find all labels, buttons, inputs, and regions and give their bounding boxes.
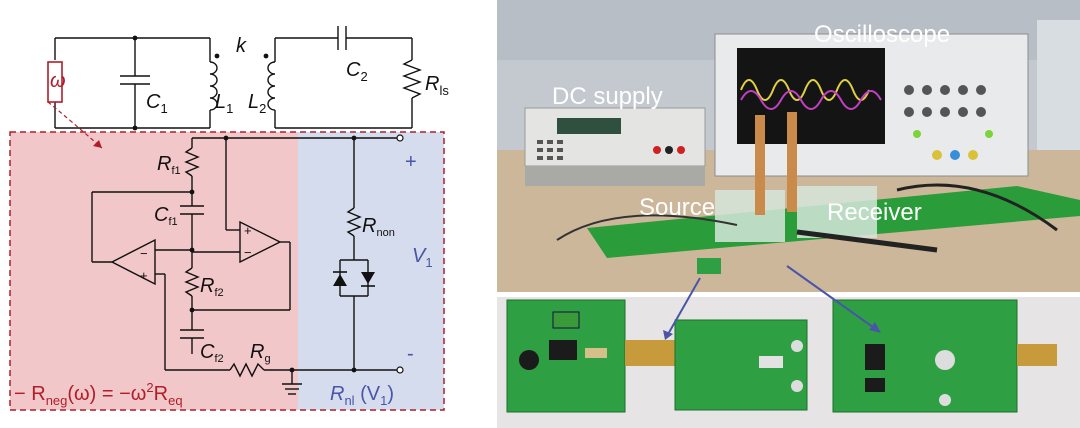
receiver-coil-block: [797, 186, 877, 238]
receiver-pcb: [832, 299, 1018, 413]
label-rg: Rg: [250, 341, 271, 365]
label-rnl: Rnl (V1): [330, 383, 394, 408]
label-plus: +: [405, 151, 417, 173]
label-rf2: Rf2: [200, 275, 224, 299]
sma-connector: [625, 340, 675, 366]
opamp-left-plus: +: [140, 268, 148, 283]
circuit-schematic: ω − + + − C1 L1 k L2 C2 Rls Rf1 Cf1 Rf2 …: [9, 26, 449, 411]
label-rf1: Rf1: [157, 153, 181, 177]
opamp-right-plus: +: [244, 223, 252, 238]
label-l2: L2: [248, 91, 266, 116]
label-rnon: Rnon: [362, 215, 395, 239]
dc-supply-device: [524, 107, 706, 186]
nonlinear-resistor-region: [298, 132, 444, 410]
label-minus: -: [407, 343, 414, 365]
oscilloscope-device: [714, 33, 1029, 177]
label-rls: Rls: [425, 73, 449, 98]
negative-resistor-dashed-border: [9, 131, 445, 411]
negative-resistor-region: [10, 132, 298, 410]
opamp-left-minus: −: [140, 246, 148, 261]
negative-resistance-formula: − Rneg(ω) = −ω2Req: [14, 380, 183, 408]
label-oscilloscope: Oscilloscope: [814, 21, 950, 48]
label-cf1: Cf1: [154, 204, 178, 228]
label-l1: L1: [215, 91, 233, 116]
label-c2: C2: [346, 59, 368, 84]
label-receiver: Receiver: [827, 199, 922, 226]
label-dc-supply: DC supply: [552, 83, 663, 110]
label-k: k: [236, 35, 247, 57]
label-c1: C1: [146, 91, 168, 116]
label-cf2: Cf2: [200, 341, 224, 365]
source-coil-block: [715, 190, 785, 242]
source-pcb: [506, 299, 626, 413]
negative-resistor-symbol: [47, 61, 63, 103]
experimental-setup-photo: DC supply Oscilloscope Source Receiver: [497, 0, 1080, 428]
omega-symbol: ω: [50, 70, 66, 92]
middle-pcb: [674, 319, 808, 411]
label-v1: V1: [412, 245, 433, 270]
opamp-right-minus: −: [244, 245, 252, 260]
label-source: Source: [639, 194, 715, 221]
